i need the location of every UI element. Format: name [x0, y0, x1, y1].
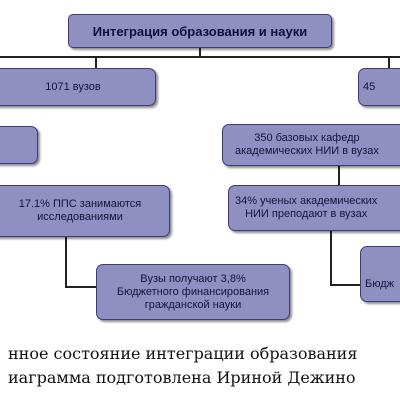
- integration-diagram: Интеграция образования и науки 1071 вузо…: [0, 14, 400, 320]
- connector-right-branch: [388, 56, 390, 68]
- right-funding-text: Бюдж: [365, 277, 395, 290]
- left-funding-box: Вузы получают 3,8% Бюджетного финансиров…: [96, 264, 290, 320]
- teachers-text: 34% ученых академических НИИ преподают в…: [235, 195, 378, 220]
- teachers-box: 34% ученых академических НИИ преподают в…: [228, 185, 400, 231]
- research-text: 17.1% ППС занимаются исследованиями: [18, 198, 142, 223]
- caption-line-1: нное состояние интеграции образования: [8, 344, 358, 363]
- right-top-text: 45: [363, 80, 376, 93]
- connector-left-vertical: [65, 237, 67, 287]
- connector-right-vertical: [338, 165, 340, 185]
- universities-text: 1071 вузов: [45, 80, 101, 93]
- caption-line-2: иаграмма подготовлена Ириной Дежино: [8, 368, 356, 387]
- title-text: Интеграция образования и науки: [92, 23, 308, 39]
- connector-horizontal-bar: [0, 56, 400, 58]
- right-funding-box: Бюдж: [360, 246, 400, 302]
- left-mid-box: [0, 126, 38, 164]
- research-box: 17.1% ППС занимаются исследованиями: [0, 185, 170, 237]
- caption: нное состояние интеграции образования иа…: [0, 342, 400, 400]
- connector-left-funding-h: [65, 286, 97, 288]
- connector-right-to-funding: [330, 230, 332, 286]
- base-chairs-box: 350 базовых кафедр академических НИИ в в…: [222, 124, 400, 166]
- universities-box: 1071 вузов: [0, 68, 156, 106]
- title-box: Интеграция образования и науки: [68, 14, 332, 48]
- connector-title-down: [199, 47, 201, 57]
- base-chairs-text: 350 базовых кафедр академических НИИ в в…: [235, 132, 379, 157]
- connector-left-branch: [95, 56, 97, 68]
- connector-right-funding-h: [330, 284, 360, 286]
- right-top-box: 45: [358, 68, 400, 106]
- left-funding-text: Вузы получают 3,8% Бюджетного финансиров…: [116, 272, 270, 311]
